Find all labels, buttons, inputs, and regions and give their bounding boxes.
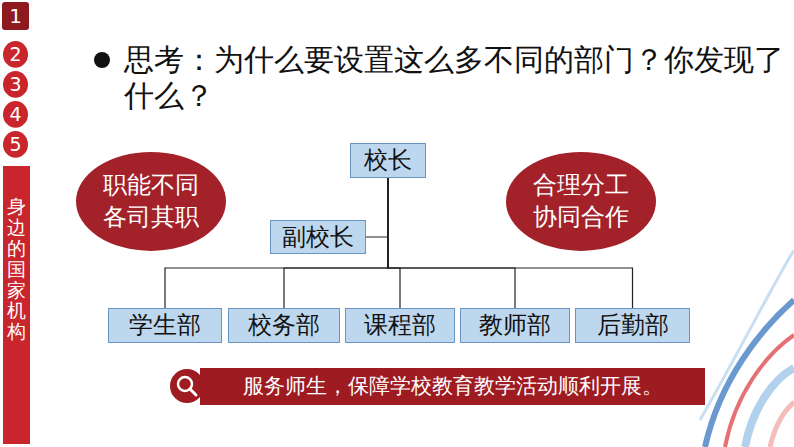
node-label: 校长 xyxy=(364,146,412,175)
bullet-dot xyxy=(94,52,110,68)
node-label: 校务部 xyxy=(248,311,320,340)
node-label: 副校长 xyxy=(282,223,354,252)
node-label: 5 xyxy=(9,133,21,156)
node-label: 4 xyxy=(9,103,21,126)
node-label: 学生部 xyxy=(129,311,201,340)
org-box: 学生部 xyxy=(108,308,222,343)
nav-number: 1 xyxy=(2,2,29,30)
node-label: 合理分工 协同合作 xyxy=(531,169,631,233)
slide-title: 思考：为什么要设置这么多不同的部门？你发现了什么？ xyxy=(124,42,794,114)
tree-connector xyxy=(388,178,400,308)
node-label: 2 xyxy=(9,43,21,66)
org-box: 后勤部 xyxy=(575,308,690,343)
node-outline xyxy=(506,152,656,251)
node-label: 后勤部 xyxy=(597,311,669,340)
org-box: 副校长 xyxy=(270,220,366,255)
nav-number: 3 xyxy=(3,71,28,98)
tree-connector xyxy=(366,178,388,237)
node-label: 课程部 xyxy=(364,311,436,340)
org-box: 校长 xyxy=(350,143,426,178)
node-label: 身边的国家机构 xyxy=(7,196,26,342)
callout-ellipse: 职能不同 各司其职 xyxy=(76,152,226,251)
nav-number: 2 xyxy=(3,41,28,68)
org-box: 课程部 xyxy=(345,308,455,343)
node-label: 3 xyxy=(9,73,21,96)
nav-number: 5 xyxy=(3,131,28,158)
node-label: 服务师生，保障学校教育教学活动顺利开展。 xyxy=(243,374,663,399)
nav-number: 4 xyxy=(3,101,28,128)
node-label: 教师部 xyxy=(479,311,551,340)
node-label: 职能不同 各司其职 xyxy=(101,169,201,233)
org-box: 校务部 xyxy=(228,308,340,343)
callout-ellipse: 合理分工 协同合作 xyxy=(506,152,656,251)
summary-band: 服务师生，保障学校教育教学活动顺利开展。 xyxy=(200,368,705,405)
node-label: 1 xyxy=(9,4,22,28)
tree-connector xyxy=(388,178,515,308)
node-outline xyxy=(76,152,226,251)
section-band: 身边的国家机构 xyxy=(3,166,30,444)
swirl-decoration xyxy=(700,250,794,447)
org-box: 教师部 xyxy=(460,308,570,343)
